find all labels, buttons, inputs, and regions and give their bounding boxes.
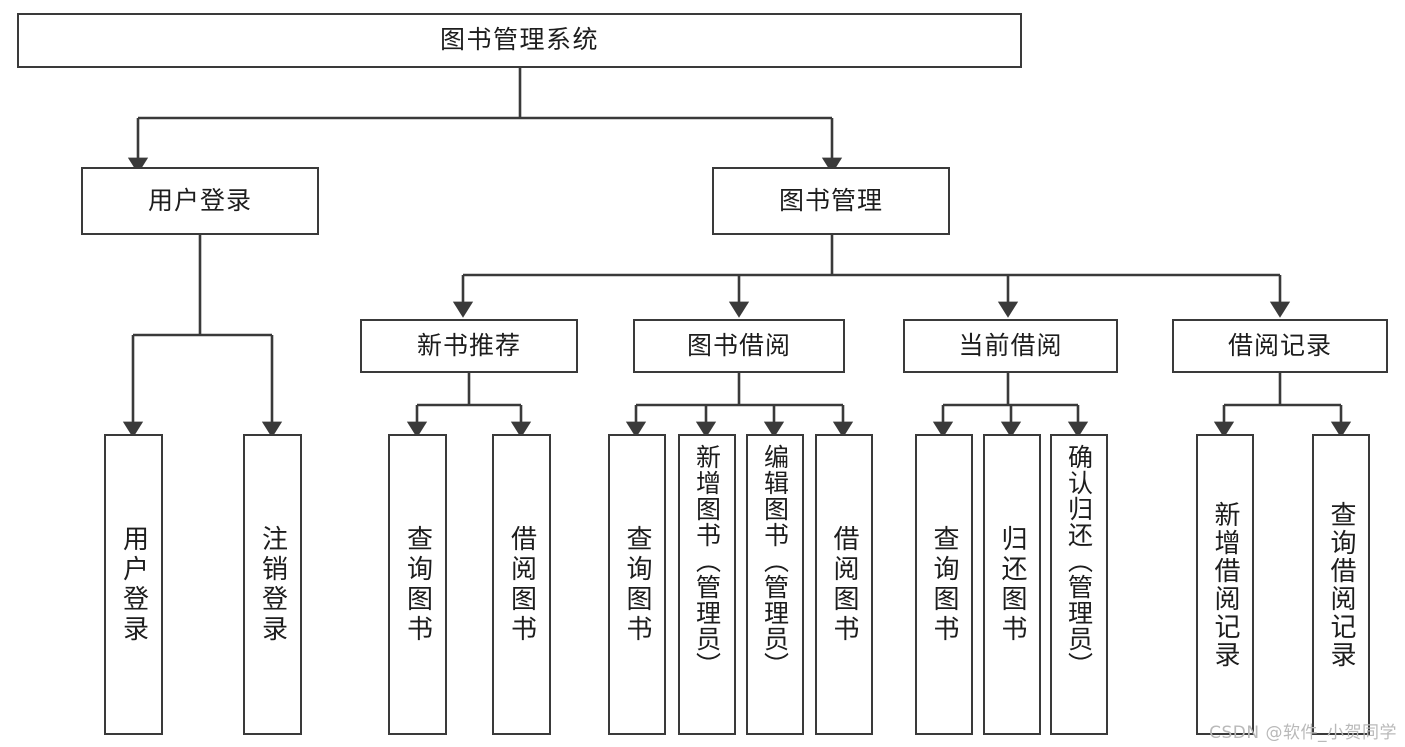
node-label: 新书推荐 (416, 330, 521, 360)
node-label: 归还图书 (997, 524, 1027, 645)
node-label: 查询图书 (622, 524, 652, 645)
leaf-book-borrow-add[interactable]: 新增图书（管理员） (678, 434, 736, 735)
node-label: 图书管理 (778, 185, 883, 215)
node-label: 借阅图书 (506, 524, 537, 645)
leaf-user-login-signin[interactable]: 用户登录 (104, 434, 163, 735)
node-new-book-recommend[interactable]: 新书推荐 (360, 319, 578, 373)
node-label: 注销登录 (257, 524, 288, 645)
node-borrow-record[interactable]: 借阅记录 (1172, 319, 1388, 373)
node-label: 查询图书 (402, 524, 433, 645)
node-label: 编辑图书（管理员） (760, 444, 790, 678)
node-label: 新增借阅记录 (1210, 500, 1240, 669)
node-current-borrow[interactable]: 当前借阅 (903, 319, 1118, 373)
leaf-book-borrow-edit[interactable]: 编辑图书（管理员） (746, 434, 804, 735)
node-label: 借阅记录 (1227, 330, 1332, 360)
leaf-new-book-query[interactable]: 查询图书 (388, 434, 447, 735)
node-label: 图书借阅 (686, 330, 791, 360)
csdn-watermark: CSDN @软件_小贺同学 (1209, 723, 1397, 743)
node-label: 图书管理系统 (439, 25, 599, 55)
node-book-borrow[interactable]: 图书借阅 (633, 319, 845, 373)
node-label: 查询图书 (929, 524, 959, 645)
leaf-borrow-record-add[interactable]: 新增借阅记录 (1196, 434, 1254, 735)
node-label: 新增图书（管理员） (692, 444, 722, 678)
node-book-management[interactable]: 图书管理 (712, 167, 950, 235)
node-label: 当前借阅 (958, 330, 1063, 360)
leaf-new-book-borrow[interactable]: 借阅图书 (492, 434, 551, 735)
node-label: 借阅图书 (829, 524, 859, 645)
leaf-current-borrow-query[interactable]: 查询图书 (915, 434, 973, 735)
node-label: 查询借阅记录 (1326, 500, 1356, 669)
leaf-book-borrow-borrow[interactable]: 借阅图书 (815, 434, 873, 735)
leaf-borrow-record-query[interactable]: 查询借阅记录 (1312, 434, 1370, 735)
node-root-book-management-system[interactable]: 图书管理系统 (17, 13, 1022, 68)
node-label: 用户登录 (118, 524, 149, 645)
leaf-current-borrow-return[interactable]: 归还图书 (983, 434, 1041, 735)
node-label: 确认归还（管理员） (1064, 444, 1094, 678)
node-label: 用户登录 (147, 185, 252, 215)
leaf-user-login-signout[interactable]: 注销登录 (243, 434, 302, 735)
leaf-book-borrow-query[interactable]: 查询图书 (608, 434, 666, 735)
node-user-login[interactable]: 用户登录 (81, 167, 319, 235)
leaf-current-borrow-confirm-return[interactable]: 确认归还（管理员） (1050, 434, 1108, 735)
